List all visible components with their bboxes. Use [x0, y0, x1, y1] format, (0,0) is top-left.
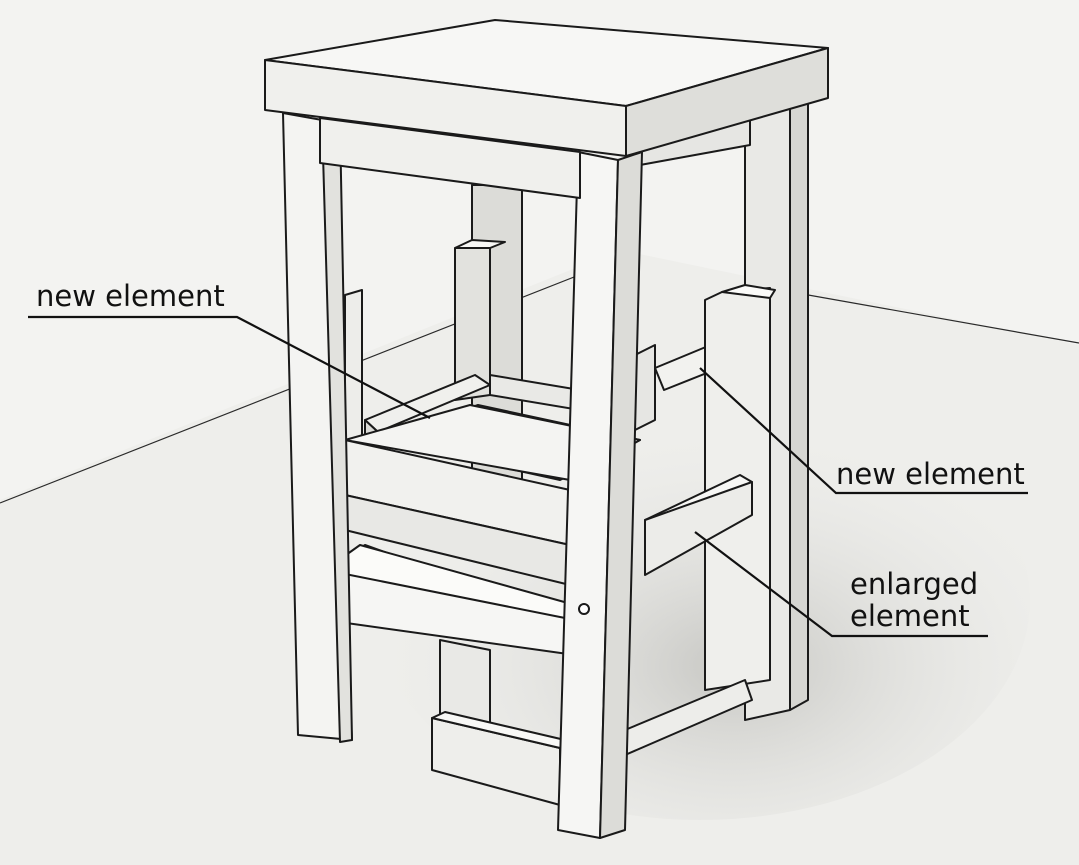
center-post-top	[454, 239, 506, 249]
seat-side	[625, 47, 829, 157]
callout-right-top-label: new element	[836, 457, 1025, 491]
leader-right-bottom	[694, 531, 988, 638]
pivot-bolt	[578, 603, 590, 615]
front-apron	[319, 117, 581, 199]
callout-right-bottom-line1: enlarged	[850, 567, 978, 601]
right-upright-top	[721, 284, 776, 299]
leader-lines	[28, 315, 1028, 638]
floor-edge-right	[779, 289, 1079, 344]
leader-right-top	[699, 367, 1028, 495]
enlarged-step-face	[644, 481, 753, 576]
left-upright	[344, 289, 363, 446]
callout-right-bottom-line2: element	[850, 599, 970, 633]
back-right-leg-side	[789, 97, 809, 711]
stool	[264, 19, 829, 839]
callout-left-label: new element	[36, 279, 225, 313]
front-small-upright	[634, 344, 656, 431]
leader-left	[28, 315, 431, 419]
